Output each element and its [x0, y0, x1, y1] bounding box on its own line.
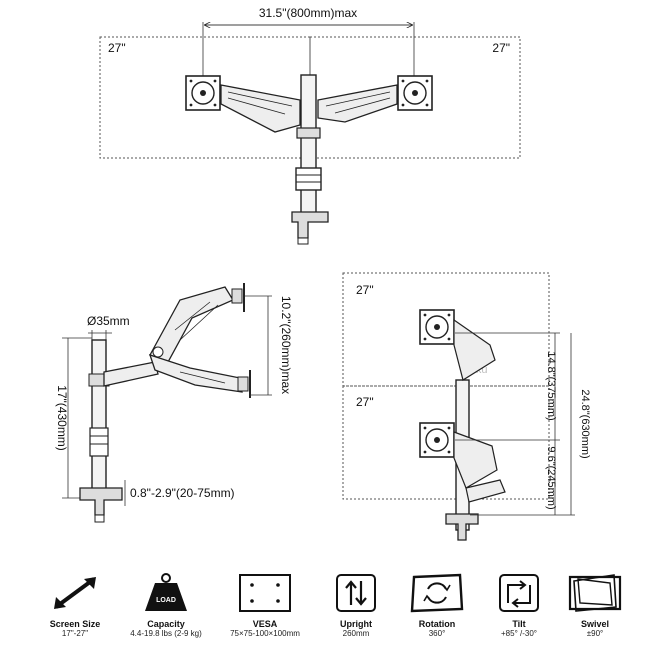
total-height-label: 24.8"(630mm): [579, 389, 591, 458]
feature-label: Swivel: [580, 619, 609, 629]
feature-vesa: VESA 75×75-100×100mm: [220, 573, 310, 639]
side-lower-gas-arm: [148, 353, 243, 393]
center-pole: [300, 74, 317, 216]
height-range-label: 10.2"(260mm)max: [279, 296, 293, 394]
feature-screen-size: Screen Size 17"-27": [30, 573, 120, 639]
bottom-screen-size: 27": [356, 395, 374, 409]
stacked-view: 27" 27" Saiku 14.8"(375mm) 24.8"(630mm) …: [342, 272, 591, 541]
tilt-icon: [499, 574, 539, 612]
left-arm: [220, 84, 301, 133]
swivel-icon: [568, 574, 622, 612]
feature-value: ±90°: [586, 629, 604, 638]
feature-label: VESA: [252, 619, 278, 629]
feature-label: Upright: [340, 619, 372, 629]
svg-text:LOAD: LOAD: [156, 597, 176, 604]
side-clamp: [79, 487, 123, 516]
stacked-clamp: [445, 513, 479, 541]
max-span-label: 31.5"(800mm)max: [259, 6, 357, 20]
feature-rotation: Rotation 360°: [392, 573, 482, 639]
feature-upright: Upright 260mm: [311, 573, 401, 639]
feature-value: 17"-27": [61, 629, 89, 638]
side-pole: [91, 339, 107, 491]
feature-value: 75×75-100×100mm: [230, 629, 300, 638]
desk-clamp: [291, 211, 329, 239]
monitor-outline-bottom: [342, 385, 550, 500]
feature-swivel: Swivel ±90°: [550, 573, 640, 639]
side-lower-arm: [103, 361, 159, 387]
feature-label: Capacity: [147, 619, 185, 629]
side-view: Ø35mm 17"(430mm) 10.2"(260mm)max: [55, 283, 293, 523]
rotation-icon: [410, 573, 464, 613]
clamp-range-label: 0.8"-2.9"(20-75mm): [130, 486, 235, 500]
lower-range-label: 9.6"(245mm): [545, 446, 557, 509]
feature-value: +85° /-30°: [501, 629, 537, 638]
load-weight-icon: LOAD: [145, 573, 187, 611]
vesa-plate-icon: [239, 574, 291, 612]
top-screen-size: 27": [356, 283, 374, 297]
upper-range-label: 14.8"(375mm): [545, 351, 557, 420]
feature-value: 4.4-19.8 lbs (2-9 kg): [130, 629, 202, 638]
left-screen-size: 27": [108, 41, 126, 55]
feature-capacity: LOAD Capacity 4.4-19.8 lbs (2-9 kg): [121, 573, 211, 639]
feature-label: Tilt: [512, 619, 526, 629]
right-arm: [317, 84, 398, 123]
monitor-outline-top: [342, 272, 550, 387]
pole-diameter-label: Ø35mm: [87, 314, 130, 328]
pole-height-label: 17"(430mm): [55, 385, 69, 451]
feature-tilt: Tilt +85° /-30°: [474, 573, 564, 639]
feature-label: Screen Size: [49, 619, 101, 629]
right-screen-size: 27": [492, 41, 510, 55]
diagonal-arrow-icon: [54, 577, 96, 609]
feature-label: Rotation: [418, 619, 456, 629]
feature-value: 360°: [428, 629, 446, 638]
up-down-arrows-icon: [336, 574, 376, 612]
feature-value: 260mm: [342, 629, 370, 638]
monitor-outline-left: [99, 36, 311, 159]
top-view: 31.5"(800mm)max 27" 27": [99, 6, 521, 245]
